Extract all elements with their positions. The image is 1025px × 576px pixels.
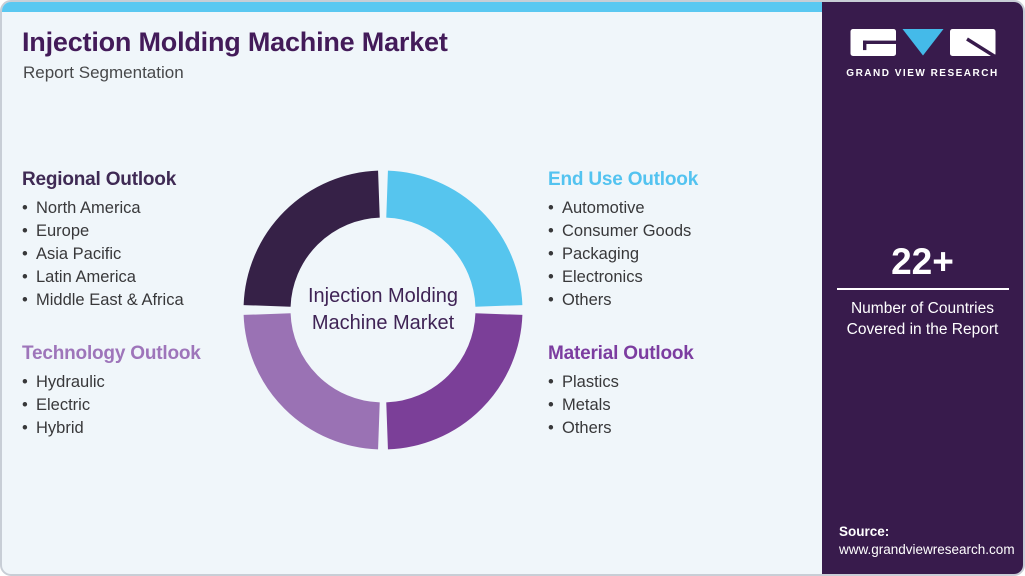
- donut-segment-material: [385, 312, 523, 450]
- section-regional: Regional Outlook North America Europe As…: [22, 168, 252, 312]
- list-item: Others: [548, 289, 810, 312]
- list-item: Hydraulic: [22, 371, 252, 394]
- stat-value: 22+: [891, 241, 954, 282]
- list-item: Electric: [22, 394, 252, 417]
- section-heading-regional: Regional Outlook: [22, 169, 177, 190]
- list-item: Packaging: [548, 243, 810, 266]
- section-technology: Technology Outlook Hydraulic Electric Hy…: [22, 342, 252, 440]
- stat-label: Number of Countries Covered in the Repor…: [846, 299, 999, 338]
- section-heading-material: Material Outlook: [548, 343, 694, 364]
- page-subtitle: Report Segmentation: [23, 63, 184, 82]
- source-block: Source: www.grandviewresearch.com: [839, 524, 1015, 557]
- right-column: End Use Outlook Automotive Consumer Good…: [548, 168, 810, 440]
- list-item: Metals: [548, 394, 810, 417]
- gvr-logo-wrap: GRAND VIEW RESEARCH: [822, 28, 1023, 79]
- section-heading-technology: Technology Outlook: [22, 343, 201, 364]
- section-list-technology: Hydraulic Electric Hybrid: [22, 371, 252, 440]
- section-list-regional: North America Europe Asia Pacific Latin …: [22, 197, 252, 312]
- list-item: Hybrid: [22, 417, 252, 440]
- list-item: Others: [548, 417, 810, 440]
- list-item: Europe: [22, 220, 252, 243]
- list-item: Plastics: [548, 371, 810, 394]
- left-column: Regional Outlook North America Europe As…: [22, 168, 252, 440]
- top-accent-strip: [2, 2, 822, 12]
- list-item: Middle East & Africa: [22, 289, 252, 312]
- list-item: Electronics: [548, 266, 810, 289]
- logo-letter-v: [902, 29, 943, 56]
- donut-segment-regional: [243, 170, 381, 308]
- brand-name: GRAND VIEW RESEARCH: [846, 68, 999, 79]
- logo-letter-g: [850, 29, 896, 56]
- list-item: Automotive: [548, 197, 810, 220]
- list-item: North America: [22, 197, 252, 220]
- logo-letter-r: [949, 29, 997, 59]
- list-item: Latin America: [22, 266, 252, 289]
- main-panel: Injection Molding Machine Market Report …: [2, 2, 822, 574]
- donut-chart: Injection Molding Machine Market: [243, 170, 523, 450]
- stat-divider: [836, 287, 1009, 290]
- source-label: Source:: [839, 524, 890, 539]
- donut-chart-svg: [243, 170, 523, 450]
- page-title: Injection Molding Machine Market: [22, 27, 448, 57]
- gvr-logo-icon: [850, 29, 997, 59]
- countries-stat: 22+ Number of Countries Covered in the R…: [822, 241, 1023, 340]
- brand-sidebar: GRAND VIEW RESEARCH 22+ Number of Countr…: [822, 2, 1023, 574]
- donut-segment-end-use: [385, 170, 523, 308]
- list-item: Consumer Goods: [548, 220, 810, 243]
- section-list-material: Plastics Metals Others: [548, 371, 810, 440]
- section-end-use: End Use Outlook Automotive Consumer Good…: [548, 168, 810, 312]
- section-material: Material Outlook Plastics Metals Others: [548, 342, 810, 440]
- donut-center-label: Injection Molding Machine Market: [307, 285, 459, 334]
- donut-segment-technology: [243, 312, 381, 450]
- list-item: Asia Pacific: [22, 243, 252, 266]
- section-list-end-use: Automotive Consumer Goods Packaging Elec…: [548, 197, 810, 312]
- source-url: www.grandviewresearch.com: [839, 542, 1015, 557]
- section-heading-end-use: End Use Outlook: [548, 169, 699, 190]
